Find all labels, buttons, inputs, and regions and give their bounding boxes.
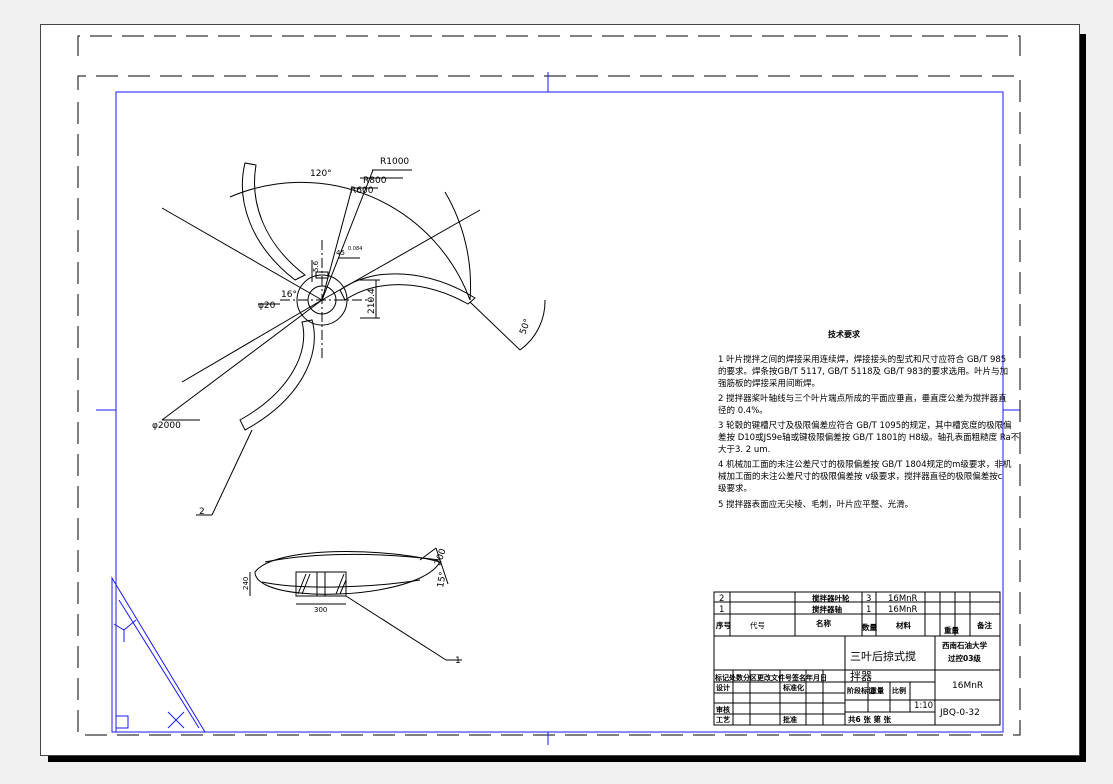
- tech-line: 2 搅拌器桨叶轴线与三个叶片端点所成的平面应垂直，垂直度公差为搅拌器直: [718, 393, 1007, 404]
- drawing-no: JBQ-0-32: [939, 708, 980, 718]
- dim-key-depth: 5.6: [312, 260, 320, 272]
- label-scale: 比例: [892, 686, 906, 695]
- bom-head-note: 备注: [976, 620, 992, 630]
- tech-line: 级要求。: [718, 483, 752, 494]
- bom-row-1-name: 搅拌器轴: [812, 604, 842, 614]
- blue-border: [115, 91, 1004, 733]
- impeller-top-view: [161, 162, 546, 516]
- revision-row: 标记处数分区更改文件号签名年月日: [714, 673, 827, 682]
- dim-slot: 45: [336, 249, 345, 257]
- dim-200: 200: [433, 547, 448, 567]
- label-standard: 标准化: [782, 683, 804, 692]
- tech-line: 差按 D10或JS9e轴或键极限偏差按 GB/T 1801的 H8级。轴孔表面粗…: [718, 432, 1020, 443]
- tech-line: 1 叶片搅拌之间的焊接采用连续焊，焊接接头的型式和尺寸应符合 GB/T 985: [718, 354, 1006, 365]
- dim-r600: R600: [350, 186, 374, 196]
- bom-head-weight: 重量: [944, 625, 959, 635]
- part-name-line1: 三叶后掠式搅: [850, 649, 916, 663]
- tech-line: 大于3. 2 um.: [718, 444, 770, 455]
- scale: 1:10: [914, 701, 933, 711]
- bom-row-2-mat: 16MnR: [888, 594, 918, 604]
- material: 16MnR: [952, 681, 983, 691]
- bom-row-2-qty: 3: [866, 594, 871, 604]
- dim-angle-top: 120°: [310, 169, 332, 179]
- dim-300: 300: [314, 606, 327, 614]
- balloon-2: 2: [199, 507, 205, 517]
- blue-triangle: [111, 576, 206, 733]
- bom-row-2-name: 搅拌器叶轮: [812, 593, 850, 603]
- bom-head-no: 序号: [716, 620, 731, 630]
- part-name-line2: 拌器: [850, 669, 872, 683]
- label-approve: 批准: [783, 715, 797, 724]
- class: 过控03级: [948, 653, 981, 663]
- impeller-side-view: [249, 547, 462, 661]
- top-view-dims: 120° R1000 R800 R600 45 0.084 5.6 16° φ2…: [152, 157, 533, 517]
- label-design: 设计: [716, 683, 730, 692]
- bom-head-name: 名称: [816, 618, 831, 628]
- school: 西南石油大学: [942, 640, 987, 650]
- label-review: 审核: [716, 705, 730, 714]
- dim-slot-tol: 0.084: [348, 246, 362, 252]
- dim-r800: R800: [363, 176, 387, 186]
- dim-diameter: φ2000: [152, 421, 181, 431]
- bom-head-code: 代号: [750, 620, 765, 630]
- side-view-dims: 240 300 200 15° 1: [242, 547, 461, 666]
- bom-row-1-mat: 16MnR: [888, 605, 918, 615]
- tech-line: 的要求。焊条按GB/T 5117, GB/T 5118及 GB/T 983的要求…: [718, 366, 1008, 377]
- title-block: 2 搅拌器叶轮 3 16MnR 1 搅拌器轴 1 16MnR 序号 代号 名称 …: [713, 591, 1001, 726]
- dim-15: 15°: [436, 571, 449, 588]
- dim-bore: φ20: [258, 301, 276, 311]
- tech-title: 技术要求: [828, 329, 861, 339]
- tech-line: 强筋板的焊接采用间断焊。: [718, 378, 820, 389]
- dim-hub-height: 210.4: [367, 288, 377, 314]
- dim-r1000: R1000: [380, 157, 409, 167]
- tech-line: 3 轮毂的键槽尺寸及极限偏差应符合 GB/T 1095的规定，其中槽宽度的极限偏: [718, 420, 1012, 431]
- dim-hub-angle: 16°: [281, 290, 297, 300]
- bom-row-2-no: 2: [719, 594, 724, 604]
- dashed-frame: [77, 35, 1021, 736]
- label-weight: 重量: [870, 686, 884, 695]
- tech-line: 4 机械加工面的未注公差尺寸的极限偏差按 GB/T 1804规定的m级要求，非机: [718, 459, 1012, 470]
- dim-blade-angle: 50°: [518, 318, 533, 336]
- center-marks: [96, 72, 1020, 745]
- bom-row-1-qty: 1: [866, 605, 871, 615]
- sheet-count: 共6 张 第 张: [848, 714, 892, 724]
- bom-head-mat: 材料: [896, 620, 911, 630]
- bom-head-qty: 数量: [862, 622, 877, 632]
- label-process: 工艺: [716, 715, 730, 724]
- balloon-1: 1: [455, 656, 461, 666]
- bom-row-1-no: 1: [719, 605, 724, 615]
- tech-line: 径的 0.4%。: [718, 405, 768, 416]
- tech-line: 械加工面的未注公差尺寸的极限偏差按 v级要求，搅拌器直径的极限偏差按c: [718, 471, 1003, 482]
- drawing-sheet: [40, 24, 1080, 756]
- dim-240: 240: [242, 577, 250, 590]
- technical-requirements: 技术要求 1 叶片搅拌之间的焊接采用连续焊，焊接接头的型式和尺寸应符合 GB/T…: [718, 329, 1020, 510]
- tech-line: 5 搅拌器表面应无尖棱、毛刺，叶片应平整、光滑。: [718, 499, 913, 510]
- label-stage: 阶段标记: [847, 686, 875, 695]
